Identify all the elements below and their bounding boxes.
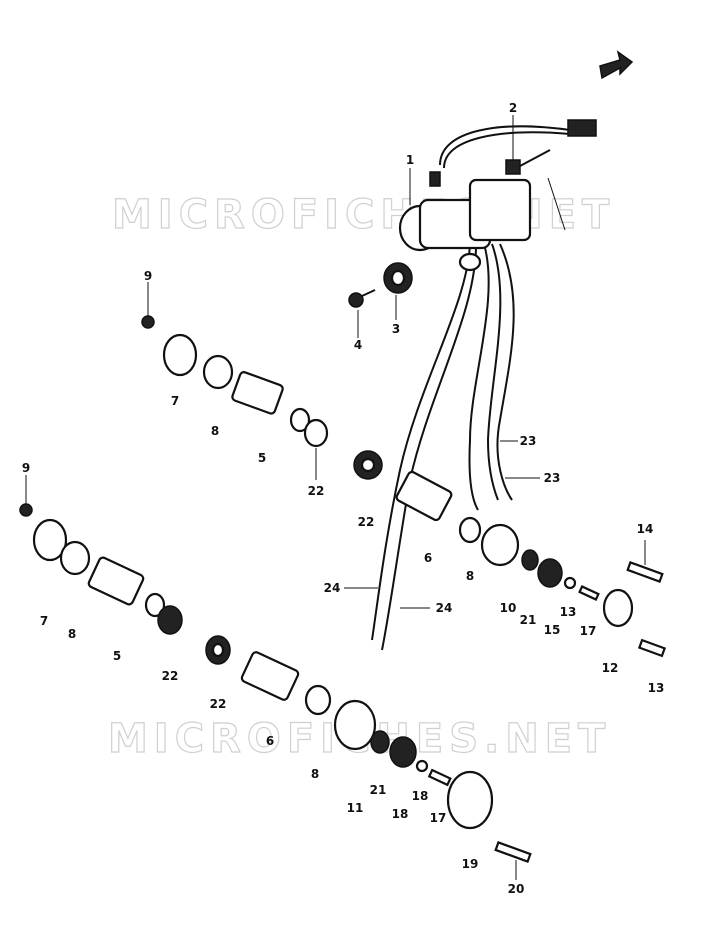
callout-22b: 22 [162, 669, 179, 683]
bolt-part-4 [348, 289, 376, 308]
front-direction-arrow-icon [599, 50, 634, 80]
exhaust-valve-servo-motor [398, 119, 597, 272]
callout-7b: 7 [40, 614, 48, 628]
callout-6a: 6 [424, 551, 432, 565]
callout-14: 14 [637, 522, 654, 536]
callout-13b: 13 [648, 681, 665, 695]
callout-11: 11 [347, 801, 364, 815]
callout-21b: 21 [370, 783, 387, 797]
callout-23b: 23 [544, 471, 561, 485]
watermark-top: MICROFICHES.NET [112, 192, 615, 238]
callout-9a: 9 [144, 269, 152, 283]
callout-22a: 22 [308, 484, 325, 498]
grommet-part-3 [383, 262, 413, 294]
callout-5b: 5 [113, 649, 121, 663]
callout-10: 10 [500, 601, 517, 615]
valve-shaft-assembly-middle-right [353, 450, 634, 628]
callout-8d: 8 [311, 767, 319, 781]
callout-1: 1 [406, 153, 414, 167]
callout-22d: 22 [210, 697, 227, 711]
callout-12: 12 [602, 661, 619, 675]
callout-17a: 17 [580, 624, 597, 638]
callout-2: 2 [509, 101, 517, 115]
callout-17b: 17 [430, 811, 447, 825]
callout-5a: 5 [258, 451, 266, 465]
callout-18b: 18 [392, 807, 409, 821]
callout-3: 3 [392, 322, 400, 336]
callout-20: 20 [508, 882, 525, 896]
callout-4: 4 [354, 338, 362, 352]
callout-8b: 8 [68, 627, 76, 641]
callout-labels: 1 2 3 4 5 5 6 6 7 7 8 8 8 8 9 9 10 11 12… [22, 101, 665, 896]
callout-22c: 22 [358, 515, 375, 529]
callout-15: 15 [544, 623, 561, 637]
callout-8c: 8 [466, 569, 474, 583]
valve-shaft-assembly-bottom [205, 635, 532, 863]
callout-6b: 6 [266, 734, 274, 748]
screw-part-13 [637, 638, 667, 658]
valve-shaft-assembly-upper-left [141, 315, 329, 448]
bolt-part-2 [505, 149, 551, 175]
callout-8a: 8 [211, 424, 219, 438]
control-cables [371, 125, 571, 651]
callout-7a: 7 [171, 394, 179, 408]
callout-18: 18 [412, 789, 429, 803]
callout-24a: 24 [324, 581, 341, 595]
callout-24b: 24 [436, 601, 453, 615]
callout-23a: 23 [520, 434, 537, 448]
callout-9b: 9 [22, 461, 30, 475]
callout-13a: 13 [560, 605, 577, 619]
callout-19: 19 [462, 857, 479, 871]
callout-21a: 21 [520, 613, 537, 627]
valve-shaft-assembly-middle-left [19, 503, 183, 635]
screw-part-14 [626, 561, 664, 583]
leader-lines [25, 115, 646, 880]
